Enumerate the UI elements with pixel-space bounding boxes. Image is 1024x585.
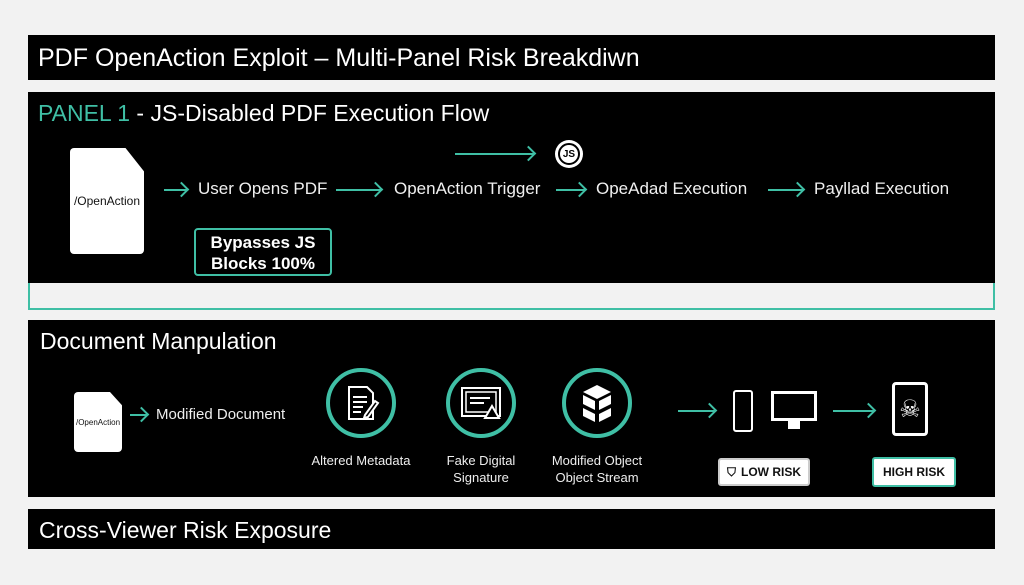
compromised-phone-icon: ☠ — [892, 382, 928, 436]
arrow-icon — [164, 189, 188, 191]
caption-line: Fake Digital — [446, 453, 516, 468]
arrow-icon — [336, 189, 382, 191]
step-4: Payllad Execution — [814, 179, 950, 198]
monitor-icon — [771, 391, 817, 421]
low-risk-badge: ⛉ LOW RISK — [718, 458, 810, 486]
pdf-document-icon: /OpenAction — [74, 392, 122, 452]
step-2: OpenAction Trigger — [394, 179, 541, 198]
caption-line: Signature — [453, 470, 509, 485]
object-stream-icon — [562, 368, 632, 438]
arrow-icon — [556, 189, 586, 191]
step-1: User Opens PDF — [198, 179, 328, 198]
arrow-icon — [130, 414, 148, 416]
panel-2: Document Manpulation /OpenAction Modifie… — [28, 320, 995, 497]
arrow-icon — [833, 410, 875, 412]
js-blocked-icon: JS — [555, 140, 583, 168]
low-risk-label: LOW RISK — [741, 465, 801, 479]
header-bar: PDF OpenAction Exploit – Multi-Panel Ris… — [28, 35, 995, 80]
modified-document-label: Modified Document — [156, 406, 286, 423]
doc-label: /OpenAction — [75, 417, 121, 427]
callout-line: Blocks 100% — [211, 254, 315, 273]
doc-label: /OpenAction — [73, 194, 141, 208]
caption-line: Modified Object — [551, 453, 643, 468]
panel-title-text: - JS-Disabled PDF Execution Flow — [130, 100, 490, 126]
fake-signature-icon — [446, 368, 516, 438]
panel-2-title: Document Manpulation — [40, 328, 277, 354]
caption-line: Altered Metadata — [311, 453, 411, 468]
step-3: OpeAdad Execution — [596, 179, 748, 198]
page-title: PDF OpenAction Exploit – Multi-Panel Ris… — [38, 44, 640, 72]
panel-1: PANEL 1 - JS-Disabled PDF Execution Flow… — [28, 92, 995, 283]
pdf-document-icon: /OpenAction — [70, 148, 144, 254]
panel-label: PANEL 1 — [38, 100, 131, 126]
panel-3-title: Cross-Viewer Risk Exposure — [39, 517, 332, 543]
metadata-edit-icon — [326, 368, 396, 438]
arrow-icon — [768, 189, 804, 191]
monitor-stand-icon — [788, 421, 800, 429]
panel-1-footer-strip — [28, 283, 995, 310]
high-risk-badge: HIGH RISK — [872, 457, 956, 487]
js-text: JS — [558, 143, 580, 165]
skull-icon: ☠ — [899, 395, 921, 423]
bypass-callout: Bypasses JS Blocks 100% — [194, 228, 332, 276]
arrow-icon — [455, 153, 535, 155]
item-caption: Altered Metadata — [301, 452, 421, 469]
arrow-icon — [678, 410, 716, 412]
panel-3: Cross-Viewer Risk Exposure — [28, 509, 995, 549]
caption-line: Object Stream — [555, 470, 639, 485]
shield-icon: ⛉ — [726, 464, 736, 479]
callout-line: Bypasses JS — [210, 233, 316, 252]
panel-1-title: PANEL 1 - JS-Disabled PDF Execution Flow — [38, 100, 489, 127]
phone-icon — [733, 390, 753, 432]
high-risk-label: HIGH RISK — [882, 465, 945, 479]
